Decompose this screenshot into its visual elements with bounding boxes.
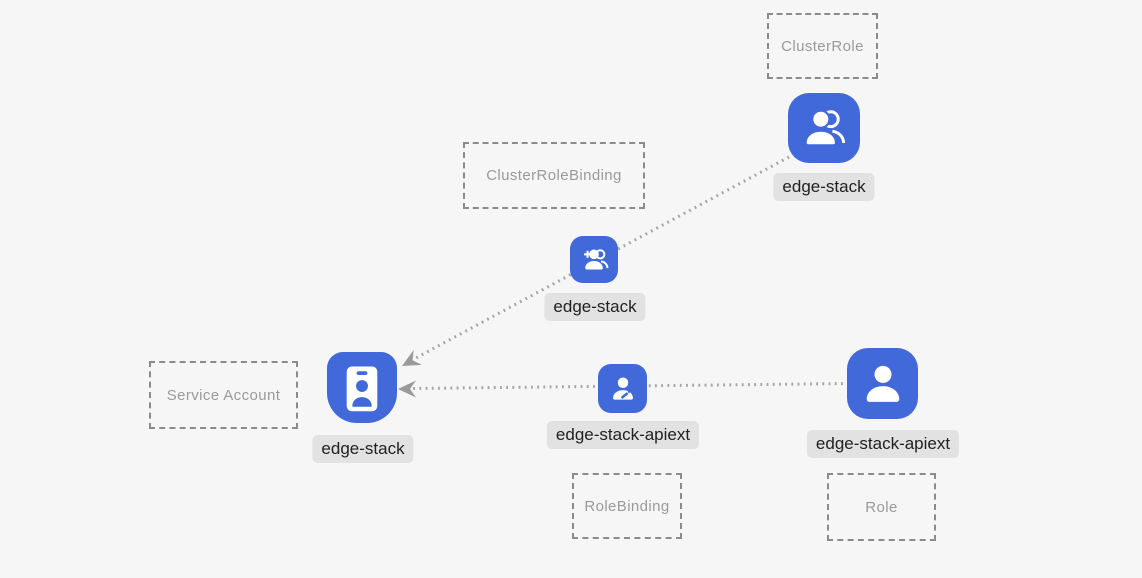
kind-label-clusterrole: ClusterRole <box>781 37 864 55</box>
kind-label-rolebinding: RoleBinding <box>584 497 670 515</box>
kind-box-role: Role <box>827 473 936 541</box>
node-label-clusterrolebinding-edge-stack: edge-stack <box>544 293 646 321</box>
kind-box-clusterrolebinding: ClusterRoleBinding <box>463 142 645 209</box>
kind-label-clusterrolebinding: ClusterRoleBinding <box>486 167 622 184</box>
node-label-rolebinding-edge-stack-apiext: edge-stack-apiext <box>546 421 700 449</box>
kind-box-clusterrole: ClusterRole <box>767 13 878 79</box>
user-icon <box>847 348 918 419</box>
kind-box-rolebinding: RoleBinding <box>572 473 682 539</box>
arrowhead-role-to-serviceaccount <box>398 380 416 398</box>
node-label-clusterrole-edge-stack: edge-stack <box>773 173 875 201</box>
id-badge-icon <box>327 352 397 423</box>
node-label-serviceaccount-edge-stack: edge-stack <box>312 435 414 463</box>
kind-label-service-account: Service Account <box>166 386 281 404</box>
user-plus-icon <box>570 236 618 283</box>
kind-box-service-account: Service Account <box>149 361 298 429</box>
node-label-role-edge-stack-apiext: edge-stack-apiext <box>806 430 960 458</box>
user-edit-icon <box>598 364 647 413</box>
users-icon <box>788 93 860 163</box>
kind-label-role: Role <box>865 498 898 516</box>
arrowhead-clusterrole-to-serviceaccount <box>402 349 422 366</box>
